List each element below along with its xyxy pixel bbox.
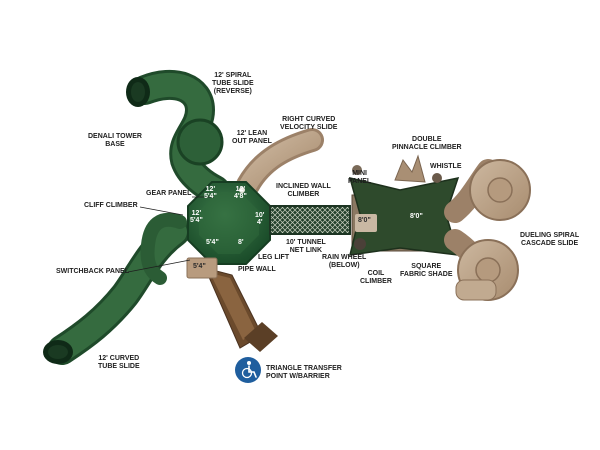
spiral-tube-slide	[126, 69, 230, 205]
gear-panel-label: GEAR PANEL	[146, 190, 192, 197]
deck-height-4: 10'4'	[255, 212, 265, 226]
deck-height-2: 12'4'8"	[234, 186, 247, 200]
deck-height-6: 8'	[238, 239, 244, 246]
deck-height-8: 8'0"	[358, 217, 371, 224]
cliff-climber-label: CLIFF CLIMBER	[84, 202, 138, 209]
deck-height-3: 12'5'4"	[190, 210, 203, 224]
curved-tube-slide	[43, 217, 190, 365]
denali-tower	[186, 181, 271, 279]
ramp-pipe-wall	[204, 267, 278, 352]
pinnacle-climber	[394, 154, 442, 183]
velocity-slide	[236, 128, 324, 197]
leg-lift-label: LEG LIFT	[258, 254, 290, 261]
dueling-spiral-slides	[444, 159, 531, 301]
leader-lines	[127, 196, 214, 273]
whistle-label: WHISTLE	[430, 163, 462, 170]
cliff-climber-arm	[140, 212, 187, 285]
switchback-panel-label: SWITCHBACK PANEL	[56, 268, 129, 275]
square-deck	[348, 165, 460, 256]
wheelchair-accessibility-icon	[235, 357, 261, 383]
pipe-wall-label: PIPE WALL	[238, 266, 276, 273]
rain-wheel-label: RAIN WHEEL(BELOW)	[322, 254, 367, 269]
tunnel-net-link	[269, 205, 351, 235]
deck-height-5: 5'4"	[206, 239, 219, 246]
deck-height-7: 5'4"	[193, 263, 206, 270]
deck-height-9: 8'0"	[410, 213, 423, 220]
deck-height-1: 12'5'4"	[204, 186, 217, 200]
